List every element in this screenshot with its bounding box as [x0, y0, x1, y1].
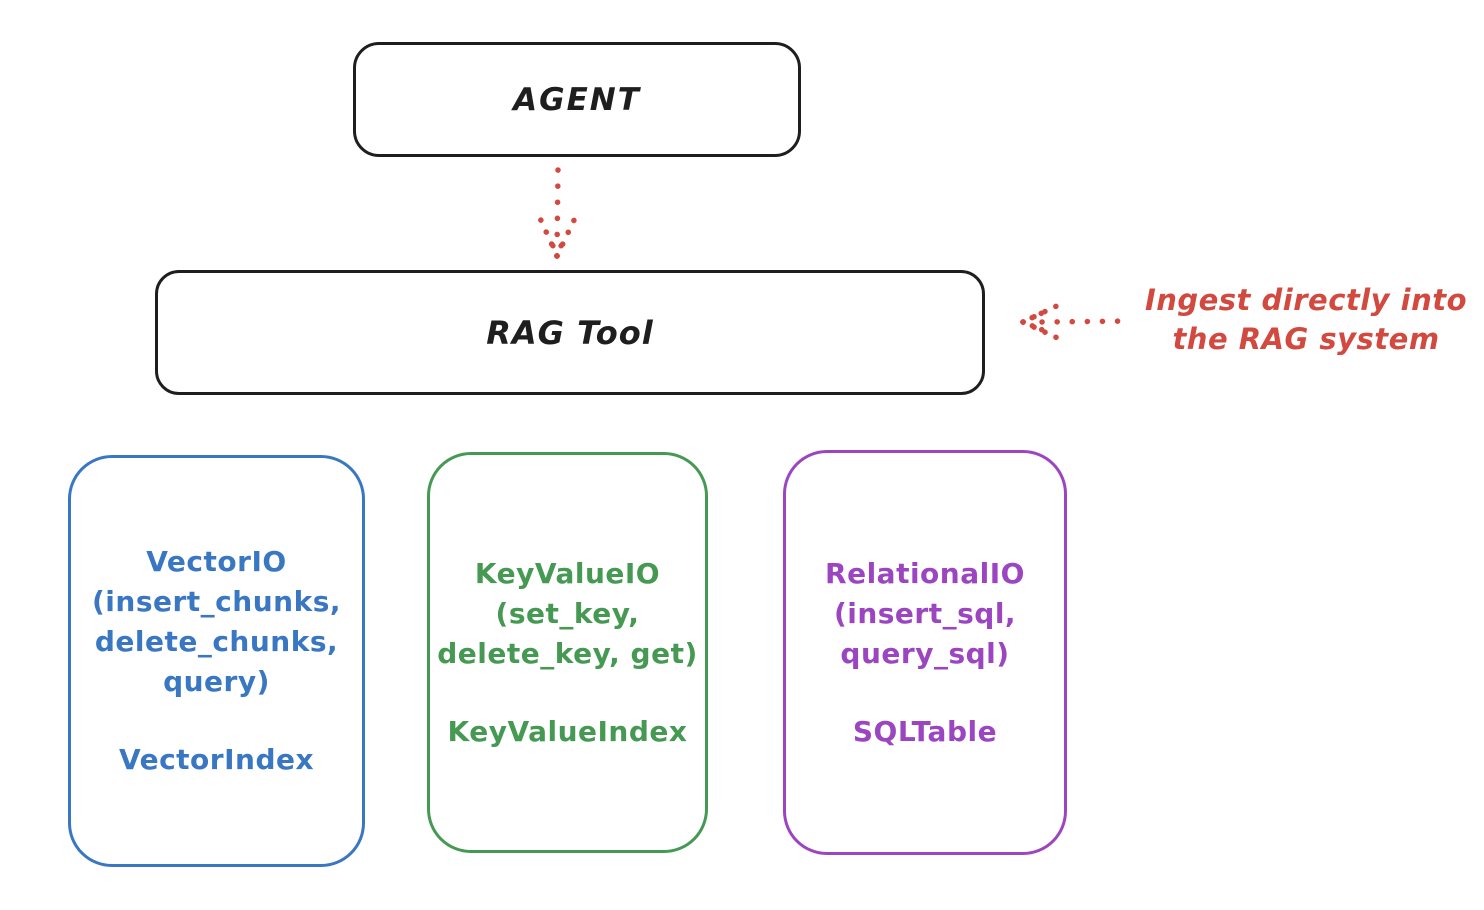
rag-tool-box: RAG Tool: [155, 270, 985, 395]
vector-io-methods-line1: (insert_chunks,: [92, 585, 341, 618]
rag-tool-label: RAG Tool: [486, 313, 654, 352]
agent-box: AGENT: [353, 42, 801, 157]
relational-io-methods-line1: (insert_sql,: [833, 596, 1017, 630]
vector-io-box: VectorIO (insert_chunks, delete_chunks, …: [68, 455, 365, 867]
vector-io-title: VectorIO: [146, 545, 287, 578]
agent-to-ragtool-arrow-icon: [536, 167, 579, 259]
keyvalue-io-methods-line1: (set_key,: [495, 596, 640, 630]
vector-io-methods-line3: query): [163, 665, 270, 698]
ingest-annotation-line1: Ingest directly into: [1144, 283, 1468, 317]
agent-label: AGENT: [513, 81, 641, 118]
keyvalue-io-title: KeyValueIO: [474, 556, 661, 590]
relational-io-box: RelationalIO (insert_sql, query_sql) SQL…: [783, 450, 1067, 855]
relational-io-title: RelationalIO: [825, 556, 1025, 590]
vector-io-methods-line2: delete_chunks,: [94, 625, 339, 658]
keyvalue-io-methods-line2: delete_key, get): [437, 636, 698, 670]
ingest-annotation: Ingest directly into the RAG system: [1138, 281, 1474, 359]
vector-index-label: VectorIndex: [118, 743, 315, 776]
annotation-to-ragtool-arrow-icon: [1020, 300, 1135, 344]
sql-table-label: SQLTable: [852, 714, 998, 748]
keyvalue-io-box: KeyValueIO (set_key, delete_key, get) Ke…: [427, 452, 708, 853]
ingest-annotation-line2: the RAG system: [1172, 322, 1440, 356]
relational-io-methods-line2: query_sql): [840, 636, 1010, 670]
keyvalue-index-label: KeyValueIndex: [447, 714, 688, 748]
